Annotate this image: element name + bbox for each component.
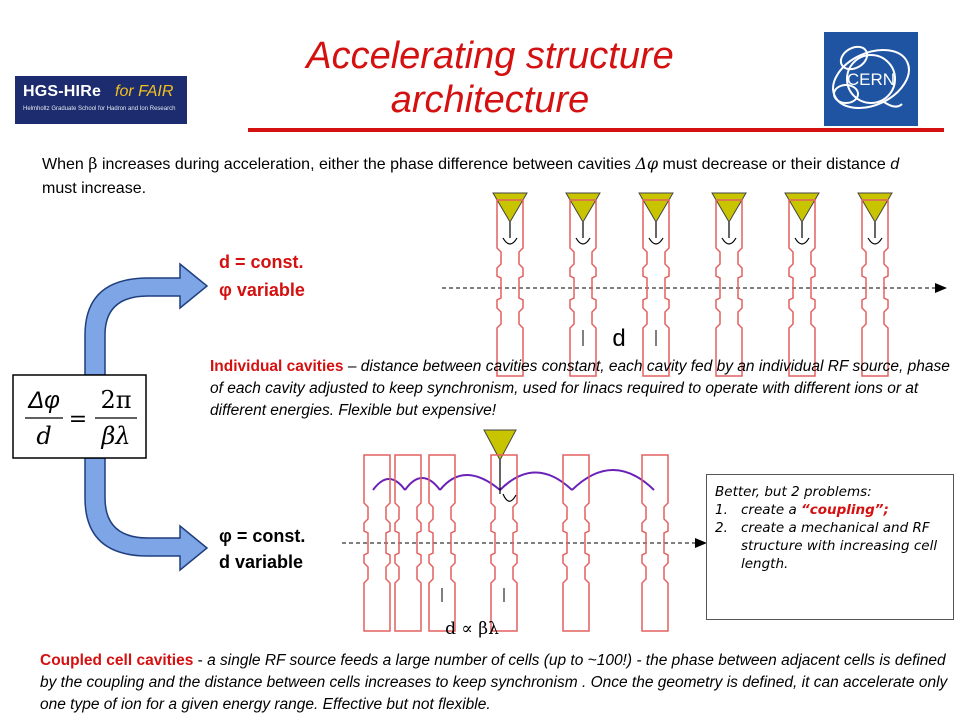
desc-dash: – bbox=[343, 358, 361, 375]
distance-label-d-prop: d ∝ βλ bbox=[445, 619, 499, 639]
title-line-2: architecture bbox=[390, 79, 590, 121]
coupled-cell bbox=[641, 454, 669, 632]
formula-numerator-right: 2π bbox=[100, 386, 131, 414]
hgs-hire-logo: HGS-HIRe for FAIR Helmholtz Graduate Sch… bbox=[15, 76, 187, 124]
cern-logo-graphic: CERN bbox=[832, 45, 910, 110]
desc-lead: Coupled cell cavities bbox=[40, 652, 194, 669]
intro-paragraph: When β increases during acceleration, ei… bbox=[42, 152, 922, 201]
problems-heading: Better, but 2 problems: bbox=[715, 484, 872, 500]
individual-cavities-description: Individual cavities – distance between c… bbox=[210, 356, 960, 422]
rf-feed-single bbox=[483, 429, 517, 502]
formula-numerator-left: Δφ bbox=[27, 387, 60, 414]
formula-equals: = bbox=[69, 407, 87, 432]
intro-text: increases during acceleration, either th… bbox=[97, 156, 636, 173]
intro-text: must increase. bbox=[42, 180, 147, 197]
intro-text: When bbox=[42, 156, 89, 173]
desc-body: a single RF source feeds a large number … bbox=[40, 652, 948, 713]
coupled-cells-description: Coupled cell cavities - a single RF sour… bbox=[40, 650, 955, 716]
title-line-1: Accelerating structure bbox=[306, 35, 674, 77]
synchronism-formula: Δφ d = 2π βλ bbox=[12, 374, 147, 459]
problem-item: 2. create a mechanical and RF structure … bbox=[715, 519, 945, 573]
hgs-logo-text: HGS-HIRe bbox=[23, 83, 102, 100]
top-case-line-2: φ variable bbox=[219, 280, 305, 300]
intro-text: must decrease or their distance bbox=[658, 156, 891, 173]
title-divider bbox=[248, 128, 944, 132]
cern-logo: CERN bbox=[824, 32, 918, 126]
problem-highlight: “coupling” bbox=[801, 502, 884, 518]
coupled-cells-row: d ∝ βλ bbox=[342, 429, 707, 639]
problem-item: 1. create a “coupling”; bbox=[715, 501, 945, 519]
branch-arrow-up bbox=[84, 262, 209, 376]
desc-dash: - bbox=[193, 652, 208, 669]
problem-text: ; bbox=[883, 502, 889, 518]
coupling-arcs bbox=[372, 469, 655, 491]
cern-logo-text: CERN bbox=[847, 70, 895, 89]
desc-body: distance between cavities constant, each… bbox=[210, 358, 950, 419]
delta-phi-symbol: Δφ bbox=[635, 154, 659, 173]
individual-cavities-row: d bbox=[442, 192, 947, 377]
branch-arrow-down bbox=[84, 457, 209, 572]
problems-box: Better, but 2 problems: 1. create a “cou… bbox=[706, 474, 954, 620]
formula-denominator-right: βλ bbox=[100, 422, 130, 450]
desc-lead: Individual cavities bbox=[210, 358, 344, 375]
hgs-logo-subtitle: Helmholtz Graduate School for Hadron and… bbox=[23, 106, 176, 112]
problem-text: create a bbox=[741, 502, 802, 518]
bottom-case-line-1: φ = const. bbox=[219, 526, 306, 546]
top-case-line-1: d = const. bbox=[219, 252, 304, 272]
distance-label-d: d bbox=[612, 325, 625, 352]
bottom-case-line-2: d variable bbox=[219, 552, 304, 572]
hgs-logo-for-fair: for FAIR bbox=[115, 83, 174, 100]
slide-title: Accelerating structure architecture bbox=[230, 34, 750, 122]
d-symbol: d bbox=[890, 156, 900, 173]
problem-text: create a mechanical and RF structure wit… bbox=[741, 520, 938, 572]
problem-number: 1. bbox=[715, 502, 728, 518]
problem-number: 2. bbox=[715, 520, 728, 536]
beta-symbol: β bbox=[88, 154, 98, 173]
formula-denominator-left: d bbox=[36, 422, 51, 450]
